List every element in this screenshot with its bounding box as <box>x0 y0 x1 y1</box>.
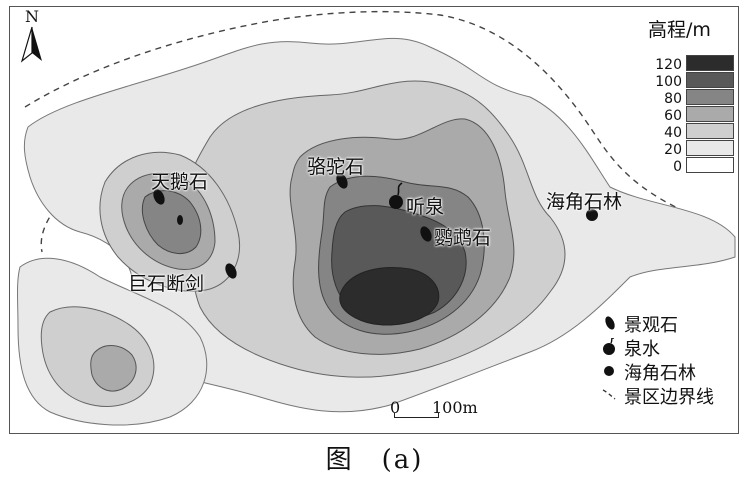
elevation-swatch <box>686 72 734 88</box>
haijiao-forest-marker <box>586 209 598 221</box>
elevation-tick: 120 <box>655 57 682 73</box>
elevation-swatch <box>686 106 734 122</box>
legend-label: 海角石林 <box>624 363 696 384</box>
label-tingquan: 听泉 <box>406 196 445 218</box>
elevation-tick: 0 <box>673 159 682 175</box>
legend-label: 景观石 <box>624 315 678 336</box>
elevation-tick: 60 <box>664 108 682 124</box>
land-100-120 <box>339 267 440 326</box>
elevation-tick: 100 <box>655 74 682 90</box>
scale-bar: 0 100m <box>388 398 478 421</box>
elevation-swatch-zero <box>686 157 734 173</box>
label-tiane: 天鹅石 <box>151 171 209 193</box>
label-yingwu: 鹦鹉石 <box>434 227 492 249</box>
spring-icon <box>603 338 615 355</box>
elevation-tick: 20 <box>664 142 682 158</box>
land-40-60-sw <box>90 345 137 392</box>
elevation-tick: 40 <box>664 125 682 141</box>
north-arrow-icon <box>20 26 42 63</box>
boundary-line-icon <box>602 389 616 400</box>
label-haijiao: 海角石林 <box>546 191 623 213</box>
legend-row-stone-forest: 海角石林 <box>600 359 738 384</box>
legend-label: 景区边界线 <box>624 387 714 408</box>
scale-distance: 100m <box>432 398 478 417</box>
yingwu-stone-marker <box>420 226 432 242</box>
boundary-line-west <box>40 191 71 253</box>
figure-caption: 图 (a) <box>325 445 424 475</box>
elevation-swatch <box>686 123 734 139</box>
tingquan-spring-tail <box>397 182 403 196</box>
tiane-inner-marker <box>177 215 183 225</box>
scenic-stone-icon <box>605 316 615 330</box>
land-60-80-west <box>141 190 202 254</box>
north-label: N <box>25 7 39 26</box>
legend-row-boundary: 景区边界线 <box>600 383 738 408</box>
jushi-stone-marker <box>225 263 237 279</box>
stone-forest-icon <box>604 366 614 376</box>
north-arrow: N <box>20 9 44 67</box>
legend-row-scenic-stone: 景观石 <box>600 311 738 336</box>
label-luotuo: 骆驼石 <box>307 156 365 178</box>
legend-row-spring: 泉水 <box>600 335 738 360</box>
tingquan-spring-marker <box>389 195 403 209</box>
luotuo-stone-marker <box>336 173 348 189</box>
scale-zero: 0 <box>390 398 401 417</box>
contour-map <box>17 10 736 426</box>
elevation-tick: 80 <box>664 91 682 107</box>
elevation-swatch <box>686 55 734 71</box>
tiane-stone-marker <box>153 189 165 205</box>
legend-label: 泉水 <box>624 339 660 360</box>
elevation-swatch <box>686 89 734 105</box>
elevation-legend-title: 高程/m <box>648 19 711 41</box>
place-markers <box>153 173 598 279</box>
elevation-swatch <box>686 140 734 156</box>
label-jushi: 巨石断剑 <box>128 273 205 295</box>
map-frame: N 天鹅石 巨石断剑 骆驼石 听泉 鹦鹉石 海角石林 高程/m 120 100 … <box>9 6 739 434</box>
